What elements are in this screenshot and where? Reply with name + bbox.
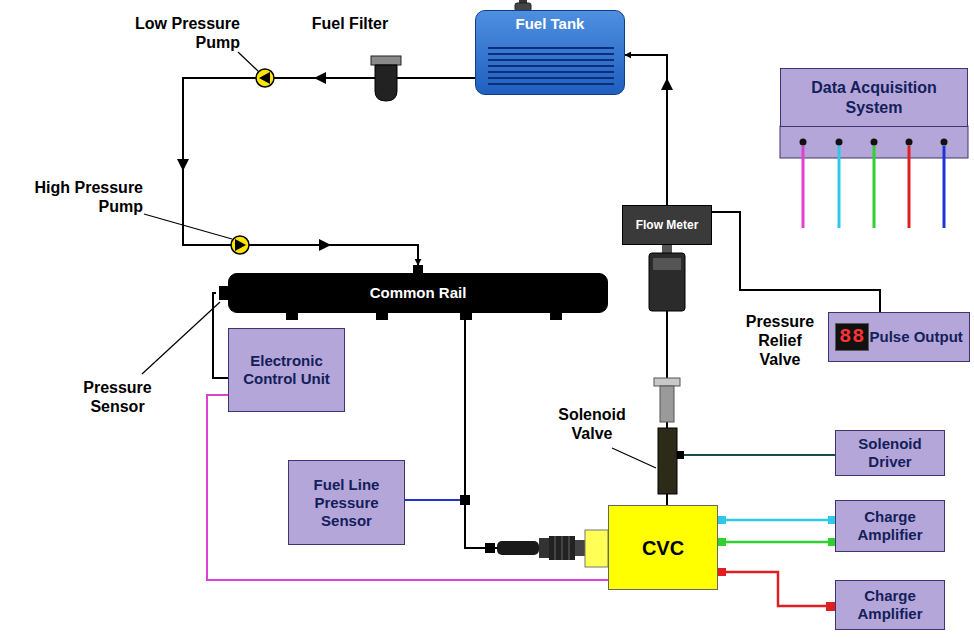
driver-box: Solenoid Driver xyxy=(835,430,945,476)
common-rail: Common Rail xyxy=(228,273,608,313)
leader-lines xyxy=(142,302,220,374)
pipe-connector xyxy=(718,541,835,544)
pipe-connector xyxy=(207,395,608,580)
solenoid-valve xyxy=(658,428,835,494)
leader-lines xyxy=(142,52,656,468)
high-pressure-pump xyxy=(231,236,249,254)
pressure-relief-valve xyxy=(660,386,674,422)
node-text: CVC xyxy=(642,536,684,560)
flow-arrows xyxy=(177,72,673,251)
flow-arrows xyxy=(314,72,326,84)
fuel-filter xyxy=(371,56,401,101)
injector xyxy=(485,543,495,553)
das-connector-strip xyxy=(802,146,805,228)
leader-lines xyxy=(612,448,656,468)
das-connector-strip xyxy=(871,139,878,146)
das-connector-strip xyxy=(838,146,841,228)
leader-lines xyxy=(144,214,232,239)
leader-lines xyxy=(238,52,258,71)
node-text: Pulse Output xyxy=(869,328,962,346)
part-label: Pressure Relief Valve xyxy=(738,312,822,370)
das-connector-strip xyxy=(873,146,876,228)
pipe-connector xyxy=(718,572,835,606)
sensor-box: Fuel Line Pressure Sensor xyxy=(288,460,405,545)
high-pressure-pump xyxy=(235,239,246,251)
das-connector-strip xyxy=(836,139,843,146)
ecu-box: Electronic Control Unit xyxy=(228,328,345,412)
low-pressure-pump xyxy=(256,69,274,87)
part-label: Low Pressure Pump xyxy=(128,14,240,52)
part-label: Fuel Filter xyxy=(300,14,400,33)
pressure-sensor-wire xyxy=(460,495,470,505)
signal-terminals xyxy=(826,602,835,611)
flow-sensor-body xyxy=(649,245,685,311)
node-text: Solenoid Driver xyxy=(842,435,938,471)
injector xyxy=(539,538,549,558)
injector xyxy=(549,536,575,560)
injector xyxy=(585,530,608,567)
flow-arrows xyxy=(661,78,673,90)
signal-terminals xyxy=(718,516,726,524)
das-connector-strip xyxy=(780,126,968,228)
injector xyxy=(497,541,539,555)
pressure-sensor-wire xyxy=(405,495,470,505)
digit-display: 88 xyxy=(835,323,869,351)
node-text: Electronic Control Unit xyxy=(235,352,338,388)
pipe-connector xyxy=(712,212,880,312)
node-text: Fuel Line Pressure Sensor xyxy=(295,476,398,530)
fuel-filter xyxy=(375,65,397,101)
solenoid-valve xyxy=(658,428,677,494)
pressure-sensor-wire xyxy=(405,499,465,501)
injector xyxy=(485,530,608,567)
node-text: Charge Amplifier xyxy=(842,508,938,544)
flow-arrows xyxy=(319,239,331,251)
fuel-filter xyxy=(371,56,401,65)
flow-arrows xyxy=(177,159,189,171)
pipe-connector xyxy=(718,519,835,522)
low-pressure-pump xyxy=(259,72,270,84)
injector xyxy=(562,536,563,560)
flow-sensor-body xyxy=(653,258,681,270)
das-connector-strip xyxy=(943,146,946,228)
injector xyxy=(569,536,570,560)
pulse-output-box: 88Pulse Output xyxy=(828,312,970,362)
signal-terminals xyxy=(718,516,836,611)
low-pressure-pump xyxy=(256,69,274,87)
pressure-relief-valve xyxy=(654,378,680,422)
part-label: Pressure Sensor xyxy=(70,378,165,416)
node-text: Flow Meter xyxy=(636,218,699,232)
injector xyxy=(555,536,556,560)
solenoid-valve xyxy=(684,454,835,456)
flow-meter: Flow Meter xyxy=(622,205,712,245)
daq-box: Data Acquisition System xyxy=(780,68,968,127)
pressure-relief-valve xyxy=(654,378,680,386)
signal-terminals xyxy=(718,538,726,546)
solenoid-valve xyxy=(677,451,684,459)
node-text: Data Acquisition System xyxy=(787,78,961,116)
node-text: Charge Amplifier xyxy=(842,587,938,623)
amplifier-box: Charge Amplifier xyxy=(835,500,945,552)
node-text: Common Rail xyxy=(370,284,467,302)
high-pressure-pump xyxy=(231,236,249,254)
das-connector-strip xyxy=(906,139,913,146)
fuel-tank: Fuel Tank xyxy=(475,10,625,95)
das-connector-strip xyxy=(908,146,911,228)
cvc-box: CVC xyxy=(608,505,718,590)
node-text: Fuel Tank xyxy=(516,15,585,33)
part-label: Solenoid Valve xyxy=(552,405,632,443)
amplifier-box: Charge Amplifier xyxy=(835,580,945,630)
pipe-connector xyxy=(625,55,667,205)
injector xyxy=(575,540,585,556)
part-label: High Pressure Pump xyxy=(8,178,143,216)
signal-terminals xyxy=(718,568,726,576)
das-connector-strip xyxy=(800,139,807,146)
das-connector-strip xyxy=(941,139,948,146)
flow-sensor-body xyxy=(649,253,685,311)
